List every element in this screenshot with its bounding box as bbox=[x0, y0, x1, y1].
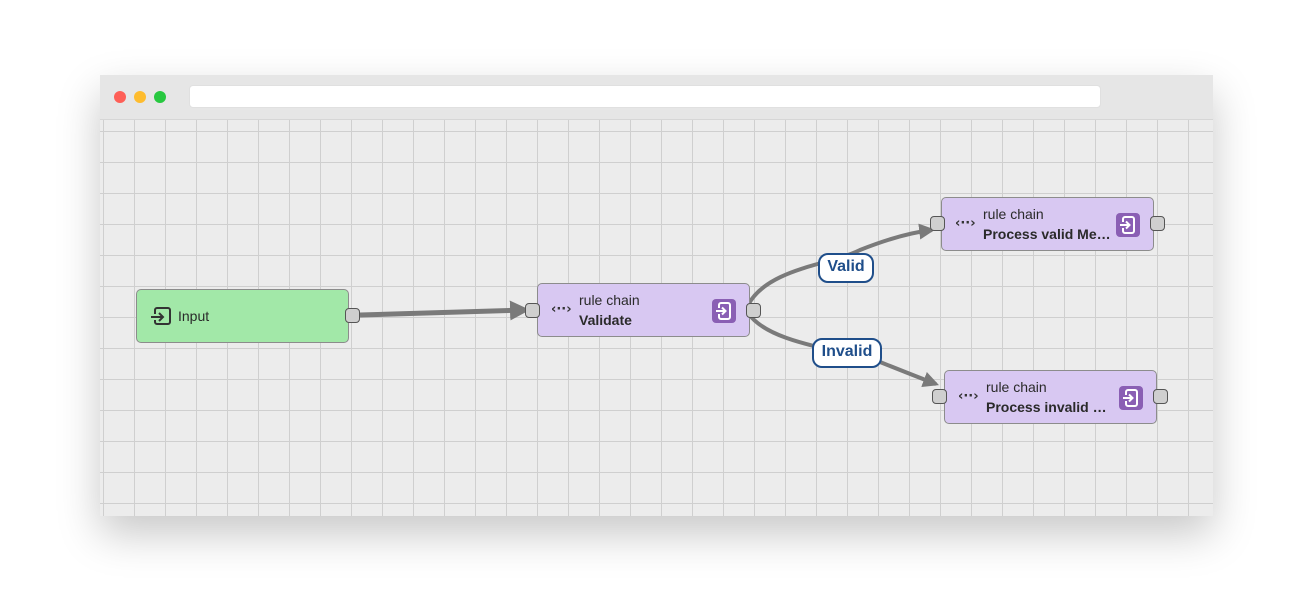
edge-input-to-validate[interactable] bbox=[359, 300, 530, 321]
address-bar[interactable] bbox=[189, 85, 1101, 108]
close-window-button[interactable] bbox=[114, 91, 126, 103]
edge-validate-to-valid[interactable] bbox=[746, 223, 936, 307]
open-rule-chain-icon[interactable] bbox=[1116, 213, 1140, 237]
code-icon: ‹··› bbox=[551, 302, 572, 317]
validate-input-port[interactable] bbox=[525, 303, 540, 318]
rule-chain-node-process-valid[interactable]: ‹··› rule chain Process valid Messages bbox=[941, 197, 1154, 251]
edge-label-invalid[interactable]: Invalid bbox=[812, 338, 882, 368]
input-node-output-port[interactable] bbox=[345, 308, 360, 323]
node-type-label: rule chain bbox=[983, 206, 1044, 222]
node-name-label: Process valid Messages bbox=[983, 226, 1115, 242]
open-rule-chain-icon[interactable] bbox=[712, 299, 736, 323]
code-icon: ‹··› bbox=[958, 389, 979, 404]
input-node-label: Input bbox=[178, 308, 210, 324]
code-icon: ‹··› bbox=[955, 216, 976, 231]
input-icon bbox=[151, 307, 171, 325]
edge-label-valid[interactable]: Valid bbox=[818, 253, 874, 283]
rule-chain-node-validate[interactable]: ‹··› rule chain Validate bbox=[537, 283, 750, 337]
browser-window: Input ‹··› rule chain Validate ‹··› rule… bbox=[100, 75, 1213, 516]
rule-chain-node-process-invalid[interactable]: ‹··› rule chain Process invalid Messages bbox=[944, 370, 1157, 424]
process-valid-input-port[interactable] bbox=[930, 216, 945, 231]
process-invalid-input-port[interactable] bbox=[932, 389, 947, 404]
maximize-window-button[interactable] bbox=[154, 91, 166, 103]
minimize-window-button[interactable] bbox=[134, 91, 146, 103]
node-name-label: Process invalid Messages bbox=[986, 399, 1118, 415]
input-node[interactable]: Input bbox=[136, 289, 349, 343]
node-name-label: Validate bbox=[579, 312, 632, 328]
node-type-label: rule chain bbox=[986, 379, 1047, 395]
validate-output-port[interactable] bbox=[746, 303, 761, 318]
node-type-label: rule chain bbox=[579, 292, 640, 308]
rule-chain-canvas[interactable]: Input ‹··› rule chain Validate ‹··› rule… bbox=[100, 120, 1213, 516]
process-invalid-output-port[interactable] bbox=[1153, 389, 1168, 404]
process-valid-output-port[interactable] bbox=[1150, 216, 1165, 231]
open-rule-chain-icon[interactable] bbox=[1119, 386, 1143, 410]
title-bar bbox=[100, 75, 1213, 120]
